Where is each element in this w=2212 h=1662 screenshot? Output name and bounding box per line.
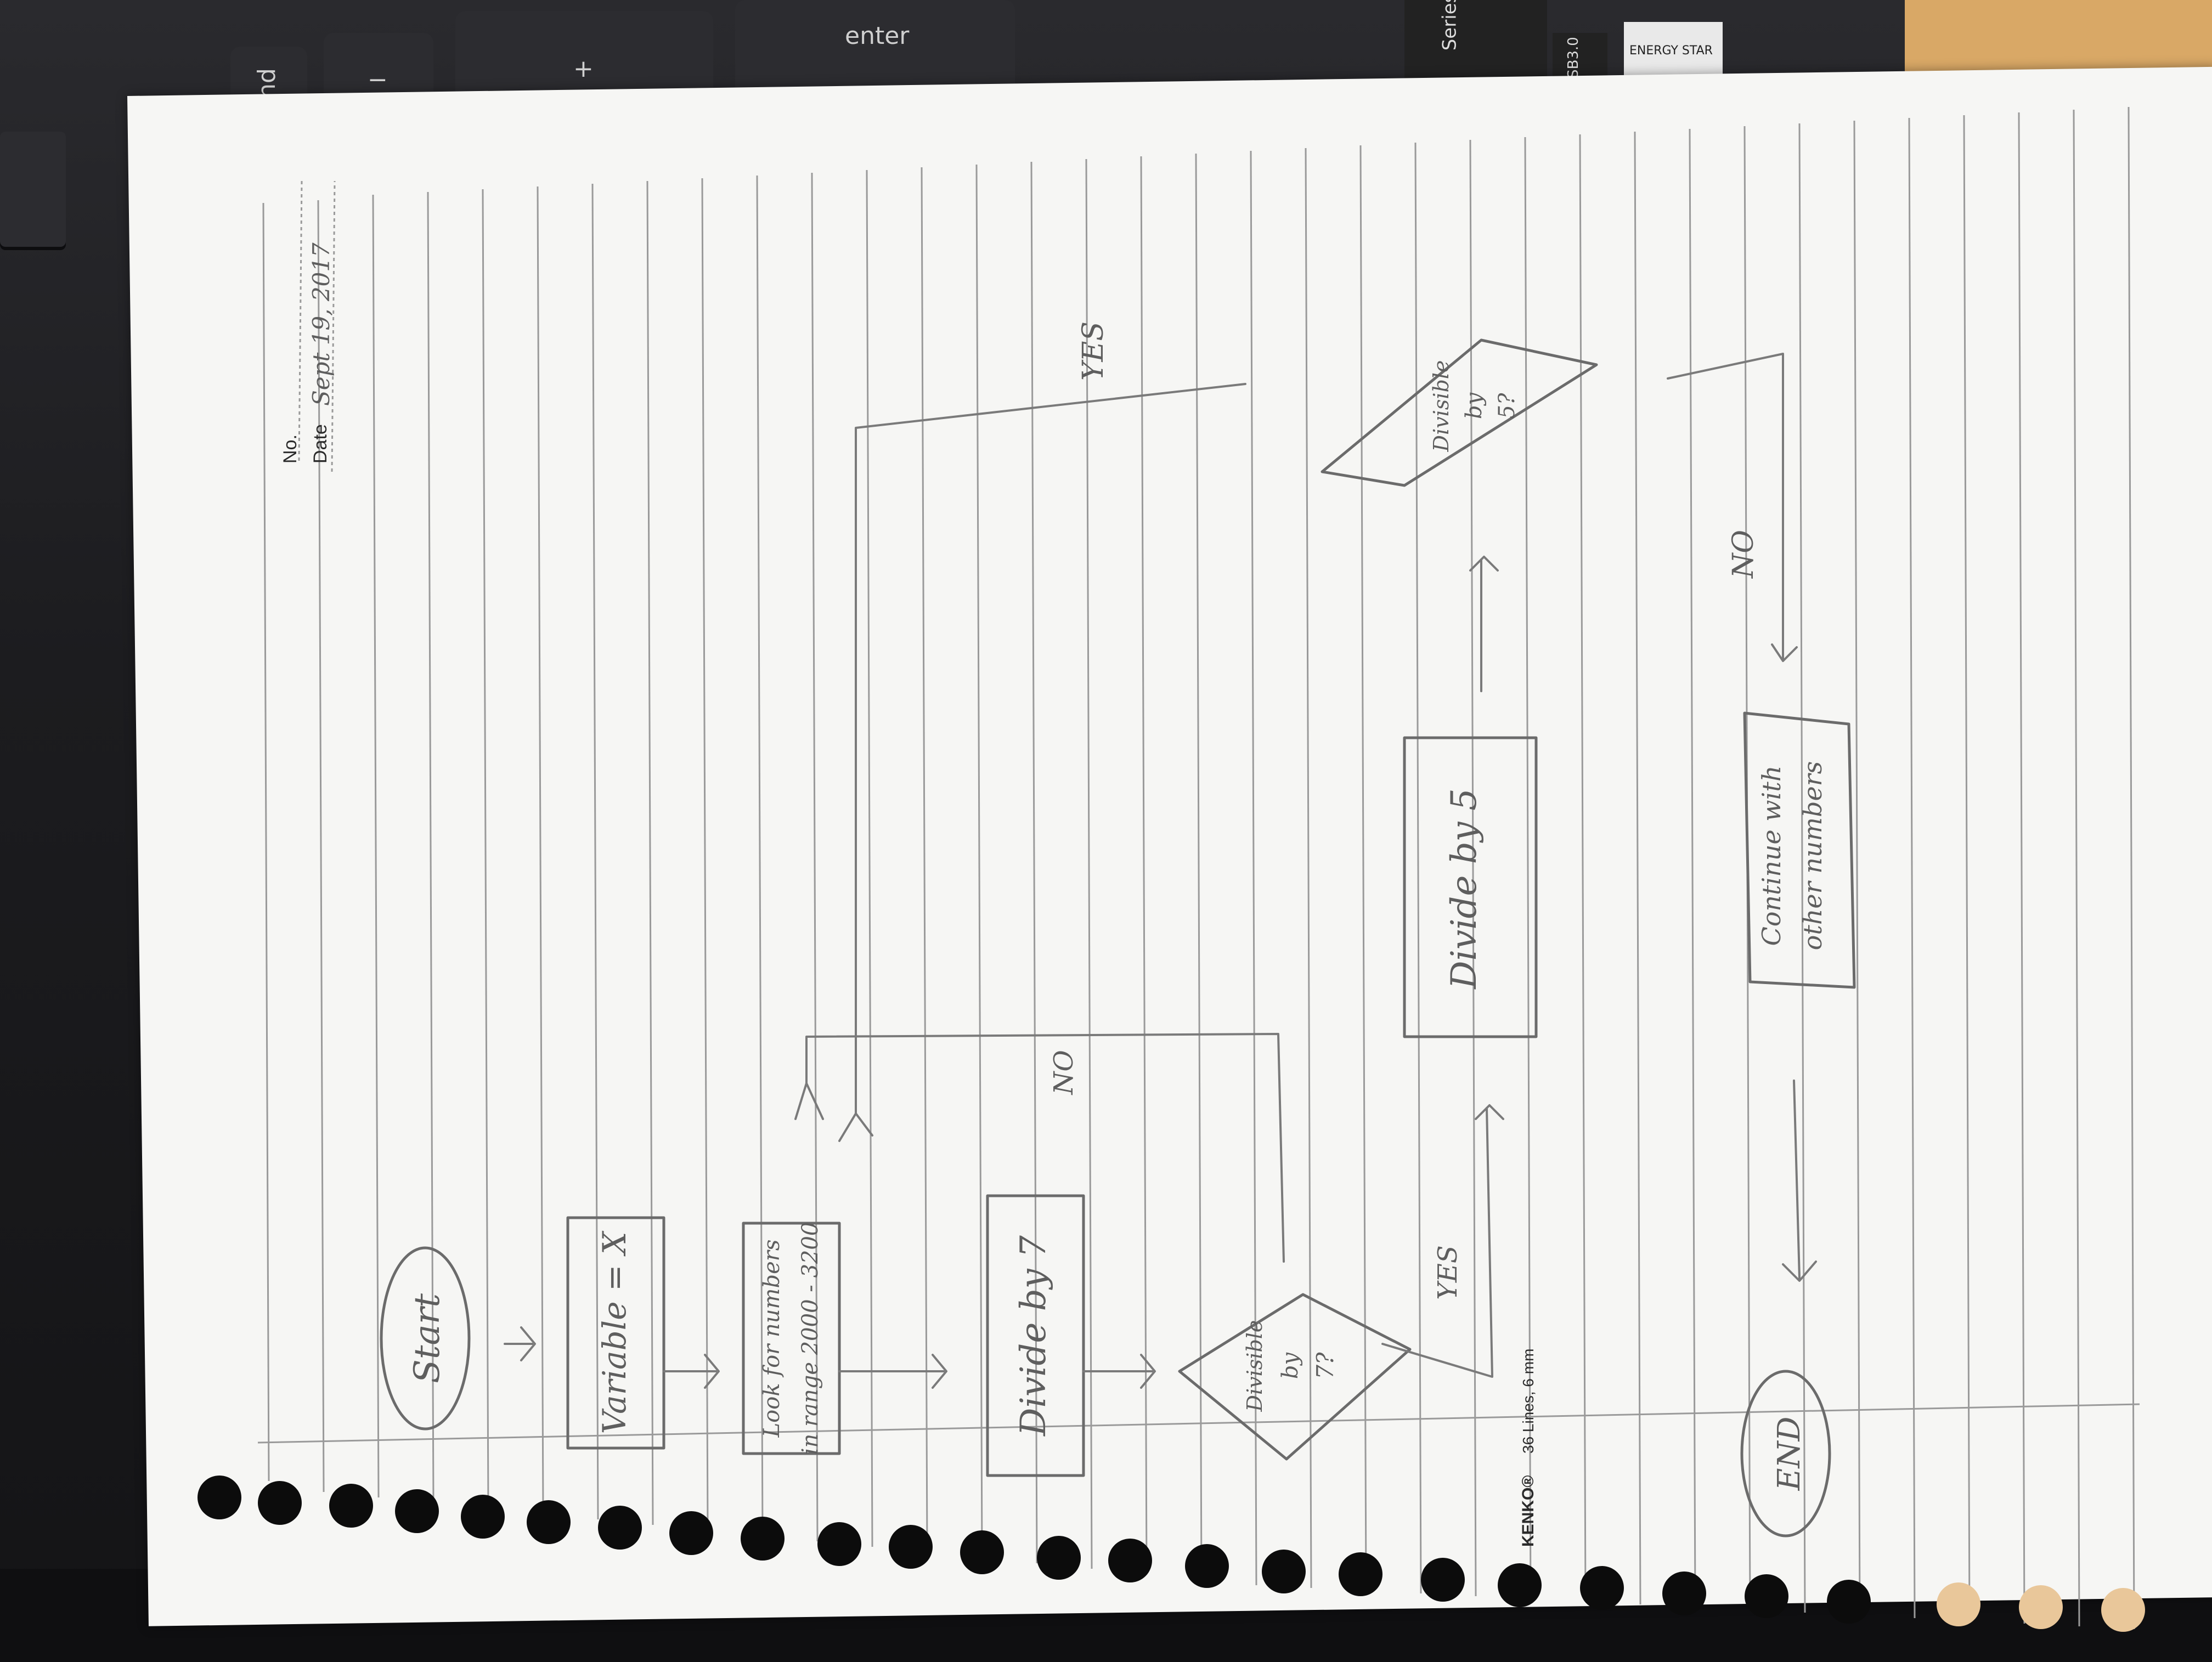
end-terminal [1740,1370,1831,1537]
yes-label-decision5: YES [1077,321,1110,381]
decision7-diamond [1178,1293,1412,1461]
end-label: END [1771,1417,1807,1491]
energy-star-sticker-text: ENERGY STAR [1629,44,1713,58]
divide7-label: Divide by 7 [1013,1235,1054,1437]
binder-holes [198,1476,2145,1632]
side-key[interactable] [0,132,66,247]
start-terminal [380,1246,471,1431]
loop-from-no7 [805,1033,1285,1263]
no-label-decision5: NO [1727,530,1760,579]
look-box [742,1222,841,1455]
arrow-variable-to-look [663,1354,720,1389]
flowchart: Start Variable = X Look for numbers in r… [380,321,1856,1537]
continue-box [1743,711,1856,989]
enter-key-label: enter [845,22,910,50]
arrow-no5-to-continue [1667,353,1798,662]
decision5-label-3: 5? [1494,393,1520,419]
divide7-box [986,1194,1085,1477]
page-header: No. Date Sept 19, 2017 [280,180,336,472]
decision5-label-1: Divisible [1429,360,1453,453]
minus-key-label: − [368,66,388,94]
continue-label-2: other numbers [1798,761,1827,951]
decision7-label-1: Divisible [1243,1320,1267,1412]
divide5-box [1403,736,1538,1038]
loop-arrowhead-1 [794,1082,824,1120]
arrow-look-to-divide7 [838,1354,947,1389]
look-label-2: in range 2000 - 3200 [798,1222,823,1455]
date-label: Date [310,424,331,463]
arrow-yes7-to-divide5 [1381,1104,1504,1378]
footer-spec: 36 Lines, 6 mm [1520,1349,1537,1454]
date-value: Sept 19, 2017 [308,242,335,406]
page-footer: KENKO® 36 Lines, 6 mm [1519,1349,1537,1547]
look-label-1: Look for numbers [759,1240,785,1438]
ruled-lines [257,106,2140,1630]
continue-label-1: Continue with [1757,765,1786,946]
yes-label-decision7: YES [1432,1245,1463,1300]
decision7-label-3: 7? [1312,1352,1339,1380]
arrow-start-to-variable [504,1326,536,1361]
series-sticker: Series [1404,0,1547,82]
no-label: No. [280,434,301,463]
decision5-label-2: by [1462,392,1487,419]
no-label-decision7: NO [1048,1050,1079,1095]
arrow-divide5-to-decision5 [1469,556,1499,692]
arrow-divide7-to-decision7 [1082,1354,1156,1389]
start-label: Start [407,1293,448,1383]
loop-from-yes5 [855,383,1246,1115]
variable-box [566,1216,665,1450]
loop-arrowhead-2 [838,1112,873,1142]
decision7-label-2: by [1278,1352,1303,1379]
decision5-diamond [1321,338,1598,487]
arrow-continue-to-end [1782,1079,1817,1282]
plus-key-label: + [573,55,594,83]
footer-brand: KENKO® [1519,1476,1537,1547]
variable-label: Variable = X [596,1230,633,1434]
divide5-label: Divide by 5 [1444,788,1485,990]
